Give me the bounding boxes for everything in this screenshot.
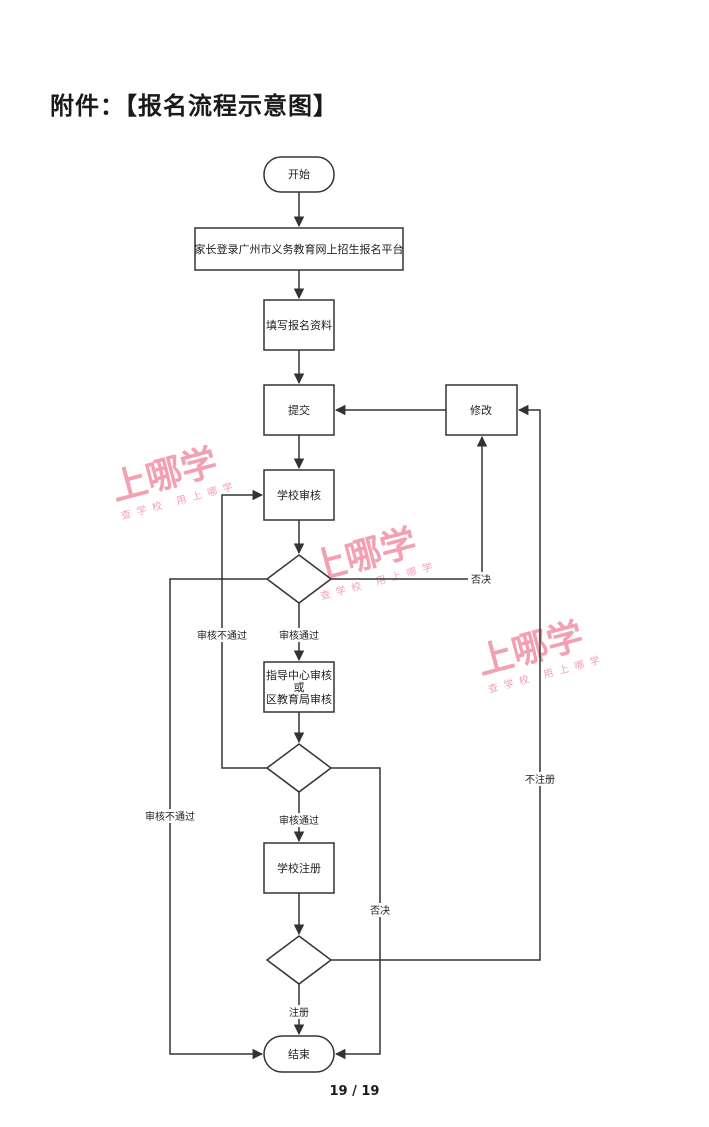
edge-decision3-modify [331,404,541,961]
school-register-label: 学校注册 [277,861,321,875]
school-review-label: 学校审核 [277,488,321,502]
submit-node [263,384,335,436]
watermark-1: 上哪学 查学校 用上哪学 [107,441,240,523]
modify-label: 修改 [470,403,492,417]
submit-label: 提交 [288,403,310,417]
login-label: 家长登录广州市义务教育网上招生报名平台 [195,242,404,256]
login-node [194,227,404,271]
school-register-node [263,842,335,894]
edge-label-review-fail-1: 审核不通过 [197,629,247,642]
center-review-label-2: 或 [294,681,305,694]
end-node [263,1035,335,1073]
page-number: 19 / 19 [329,1084,380,1099]
modify-node [445,384,518,436]
edge-label-reject-1: 否决 [471,574,491,586]
edge-label-registered: 注册 [289,1006,309,1019]
fill-node [263,299,335,351]
decision-3 [265,935,333,985]
edge-label-review-pass-2: 审核通过 [279,814,319,827]
center-review-node [263,661,335,713]
fill-label: 填写报名资料 [266,318,332,332]
page-title: 附件：【报名流程示意图】 [50,92,338,120]
end-label: 结束 [288,1048,310,1061]
center-review-label-1: 指导中心审核 [266,668,332,682]
decision-2 [265,743,333,793]
edge-label-review-fail-2: 审核不通过 [145,810,195,823]
school-review-node [263,469,335,521]
edge-label-not-registered: 不注册 [525,773,555,786]
edge-label-review-pass-1: 审核通过 [279,629,319,642]
start-label: 开始 [288,167,310,181]
watermark-2: 上哪学 查学校 用上哪学 [306,521,439,603]
edge-label-reject-2: 否决 [370,905,390,917]
center-review-label-3: 区教育局审核 [266,692,332,706]
